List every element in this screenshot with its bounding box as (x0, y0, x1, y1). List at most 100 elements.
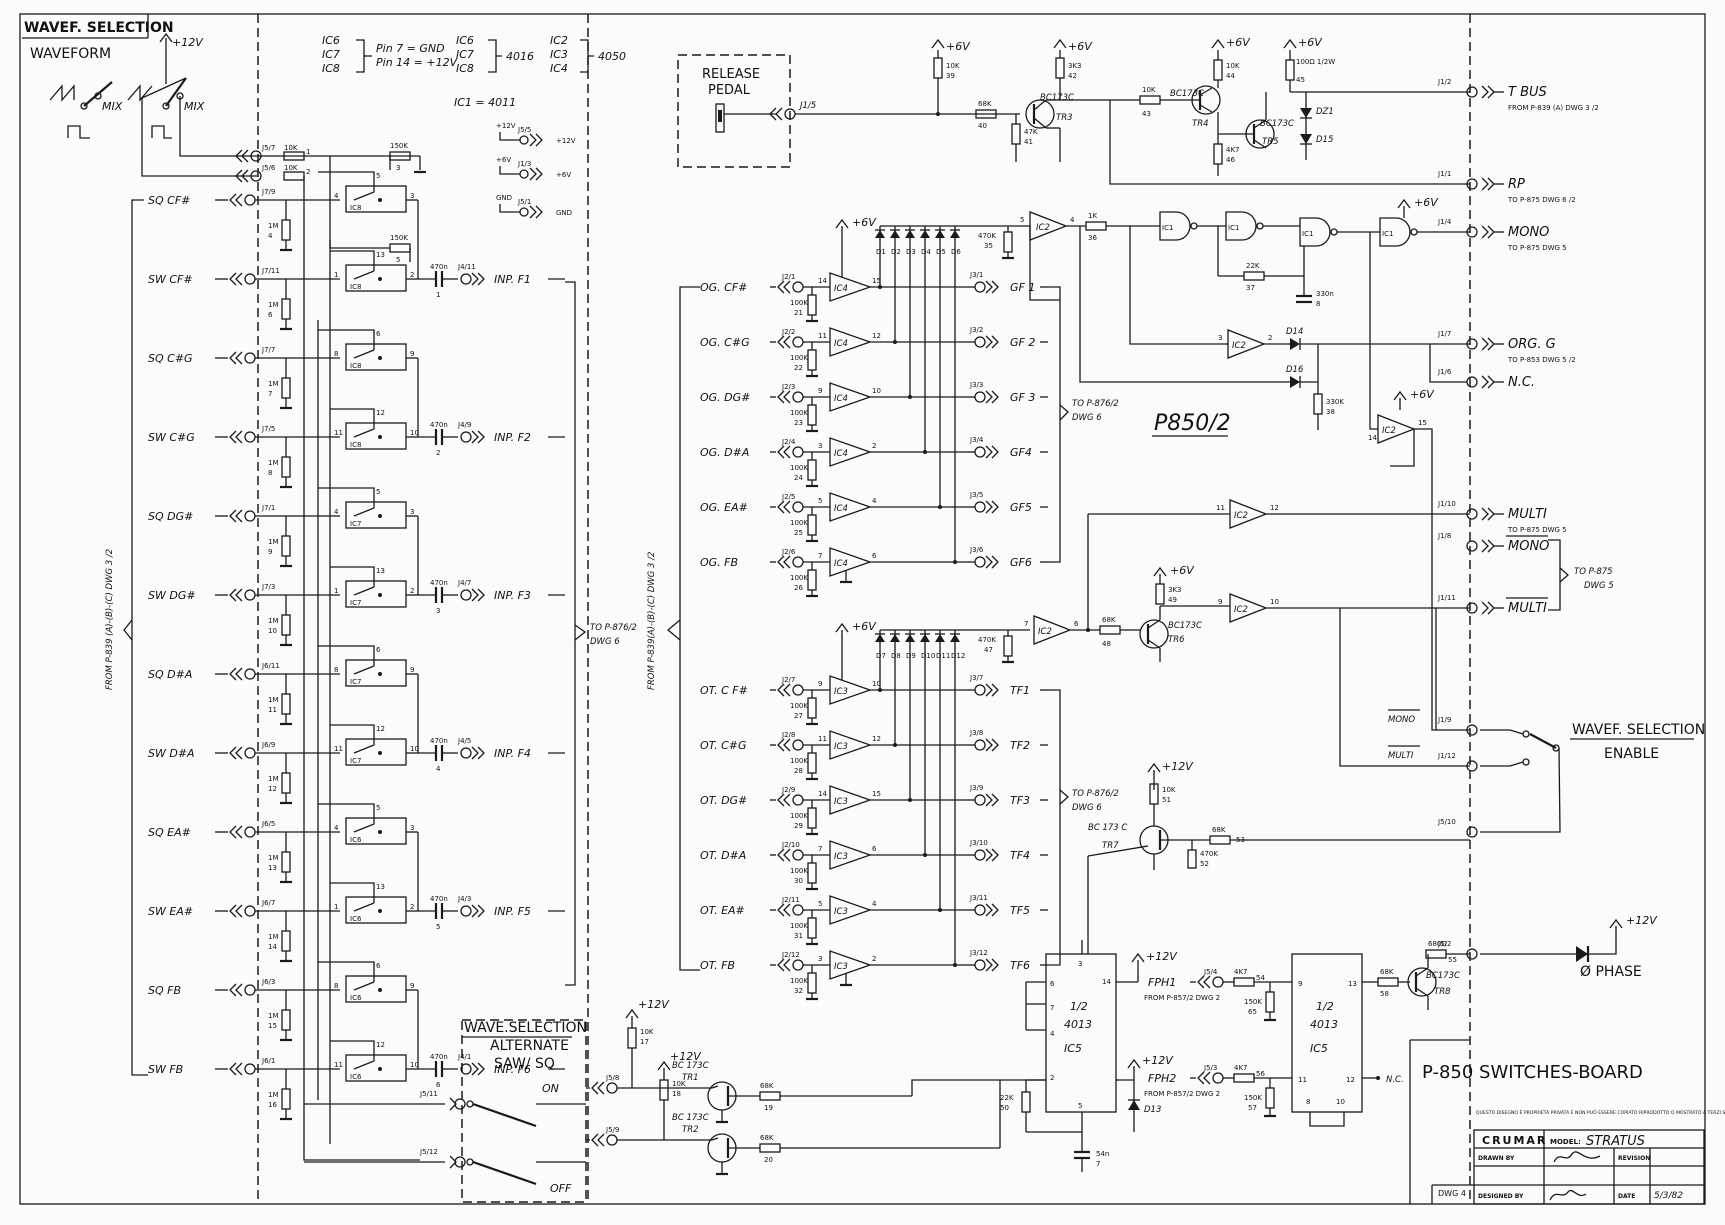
otGroup-row-3-pin-out: 6 (872, 845, 877, 853)
svg-text:7: 7 (1096, 1160, 1100, 1168)
right-output-8-conn: J1/9 (1437, 716, 1451, 724)
otGroup-row-3-res: 100K (790, 867, 808, 875)
svg-text:IC1 = 4011: IC1 = 4011 (454, 96, 516, 109)
inp-output-4-cap: 470n (430, 895, 448, 903)
ic5-flipflop-2 (1291, 953, 1363, 1113)
otGroup-row-3-pin-in: 7 (818, 845, 822, 853)
analog-switch-0-ic: IC8 (350, 204, 361, 212)
wavef-enable-switch[interactable] (1529, 733, 1557, 749)
inp-output-5-connector (460, 1063, 472, 1075)
ogGroup-row-0-buffer (829, 272, 872, 302)
trimmer-0-value: 150K (390, 142, 408, 150)
fph-input-0-src: FROM P-857/2 DWG 2 (1144, 994, 1220, 1002)
otGroup-row-1-label: OT. C#G (700, 739, 747, 752)
waveform-switch-2[interactable] (165, 77, 187, 107)
svg-text:+6V: +6V (1414, 196, 1439, 209)
otGroup-row-4-res: 100K (790, 922, 808, 930)
left-input-11-connector (244, 1063, 256, 1075)
svg-text:IC3: IC3 (550, 48, 568, 61)
left-input-1-label: SW CF# (148, 273, 193, 286)
right-output-0-conn: J1/2 (1437, 78, 1451, 86)
fph-input-0-conn: J5/4 (1203, 968, 1218, 976)
left-input-2-connector (244, 352, 256, 364)
ogGroup-row-2-out-connector (974, 391, 986, 403)
svg-text:TR4: TR4 (1192, 119, 1209, 129)
svg-text:4016: 4016 (506, 50, 534, 63)
fph-input-1-connector (1212, 1072, 1224, 1084)
phase-led-block: +12V Ø PHASE (1480, 914, 1658, 980)
analog-switch-2-pin-b: 9 (410, 350, 414, 358)
analog-switch-11-ic: IC6 (350, 1073, 362, 1081)
otGroup-row-3-out: TF4 (1010, 849, 1030, 862)
svg-text:TR7: TR7 (1102, 841, 1119, 851)
ogGroup-row-3-out-conn: J3/4 (969, 436, 984, 444)
left-input-11-ref: 16 (268, 1101, 277, 1109)
right-output-7-connector (1466, 602, 1478, 614)
left-input-8-res: 1M (268, 854, 279, 862)
svg-text:IC2: IC2 (1234, 511, 1248, 521)
supply-out-0: +12V (556, 137, 576, 145)
alt-left-conn-0: J5/11 (419, 1090, 438, 1098)
ic1-nand-3 (1299, 217, 1331, 247)
ogGroup-row-4-pin-out: 4 (872, 497, 877, 505)
otGroup-row-5-conn: J2/12 (781, 951, 800, 959)
analog-switch-11-pin-c: 12 (376, 1041, 385, 1049)
svg-text:48: 48 (1102, 640, 1111, 648)
otGroup-row-4-label: OT. EA# (700, 904, 745, 917)
analog-switch-4-pin-a: 4 (334, 508, 339, 516)
svg-text:4013: 4013 (1064, 1018, 1092, 1031)
svg-text:+6V: +6V (1410, 388, 1435, 401)
ogGroup-row-1-conn: J2/2 (781, 328, 795, 336)
left-input-5-connector (244, 589, 256, 601)
inp-output-2-label: INP. F3 (494, 589, 531, 602)
svg-text:54n: 54n (1096, 1150, 1109, 1158)
svg-text:36: 36 (1088, 234, 1097, 242)
d16-diode (1290, 376, 1300, 388)
analog-switch-4 (345, 501, 407, 529)
analog-switch-4-ic: IC7 (350, 520, 361, 528)
analog-switch-2-pin-c: 6 (376, 330, 381, 338)
alt-left-connector-0 (454, 1098, 466, 1110)
right-output-9-connector (1466, 760, 1478, 772)
otGroup-row-4-connector (792, 904, 804, 916)
analog-switch-6-ic: IC7 (350, 678, 361, 686)
waveform-switch-1[interactable] (83, 81, 113, 107)
inp-output-0-label: INP. F1 (494, 273, 531, 286)
inp-output-1-cap: 470n (430, 421, 448, 429)
diode-label-d12: D12 (951, 652, 965, 660)
otGroup-row-5-ic: IC3 (834, 962, 848, 972)
analog-switch-10-pin-c: 6 (376, 962, 381, 970)
alternate-switch-2[interactable] (472, 1160, 537, 1186)
ogGroup-row-5-pin-out: 6 (872, 552, 877, 560)
right-output-1-connector (1466, 178, 1478, 190)
analog-switch-5 (345, 580, 407, 608)
svg-text:9: 9 (1218, 598, 1222, 606)
analog-switch-6 (345, 659, 407, 687)
title-block-notice: QUESTO DISEGNO È PROPRIETÀ PRIVATA E NON… (1476, 1108, 1725, 1116)
fph-input-1-pd: 150K (1244, 1094, 1262, 1102)
designer-signature (1549, 1189, 1587, 1201)
svg-text:FROM P-839(A)-(B)-(C) DWG 3 /2: FROM P-839(A)-(B)-(C) DWG 3 /2 (647, 552, 657, 690)
ogGroup-row-1-pin-in: 11 (818, 332, 827, 340)
supply-out-1: +6V (556, 171, 571, 179)
alternate-switch-1[interactable] (472, 1102, 537, 1128)
left-input-9-connector (244, 905, 256, 917)
otGroup-row-3-label: OT. D#A (700, 849, 746, 862)
tr3-transistor (1025, 99, 1055, 129)
alt-transistor-1-pullup-ref: 18 (672, 1090, 681, 1098)
ogGroup-row-2-ic: IC4 (834, 394, 848, 404)
mid-logic-circuit: IC2 5 4 1K 36 IC1 IC1 IC1 IC1 +6V (1020, 196, 1470, 954)
svg-text:IC6: IC6 (322, 34, 340, 47)
analog-switch-3-pin-c: 12 (376, 409, 385, 417)
analog-switch-7-pin-c: 12 (376, 725, 385, 733)
svg-text:40: 40 (978, 122, 987, 130)
ogGroup-row-0-out-connector (974, 281, 986, 293)
svg-text:N.C.: N.C. (1386, 1075, 1404, 1085)
waveform-selection-block: WAVEF. SELECTION WAVEFORM MIX MIX +12V (22, 14, 258, 177)
svg-text:TR6: TR6 (1168, 635, 1185, 645)
svg-text:5: 5 (1020, 216, 1024, 224)
analog-switch-1-pin-c: 13 (376, 251, 385, 259)
svg-text:IC2: IC2 (1382, 426, 1396, 436)
